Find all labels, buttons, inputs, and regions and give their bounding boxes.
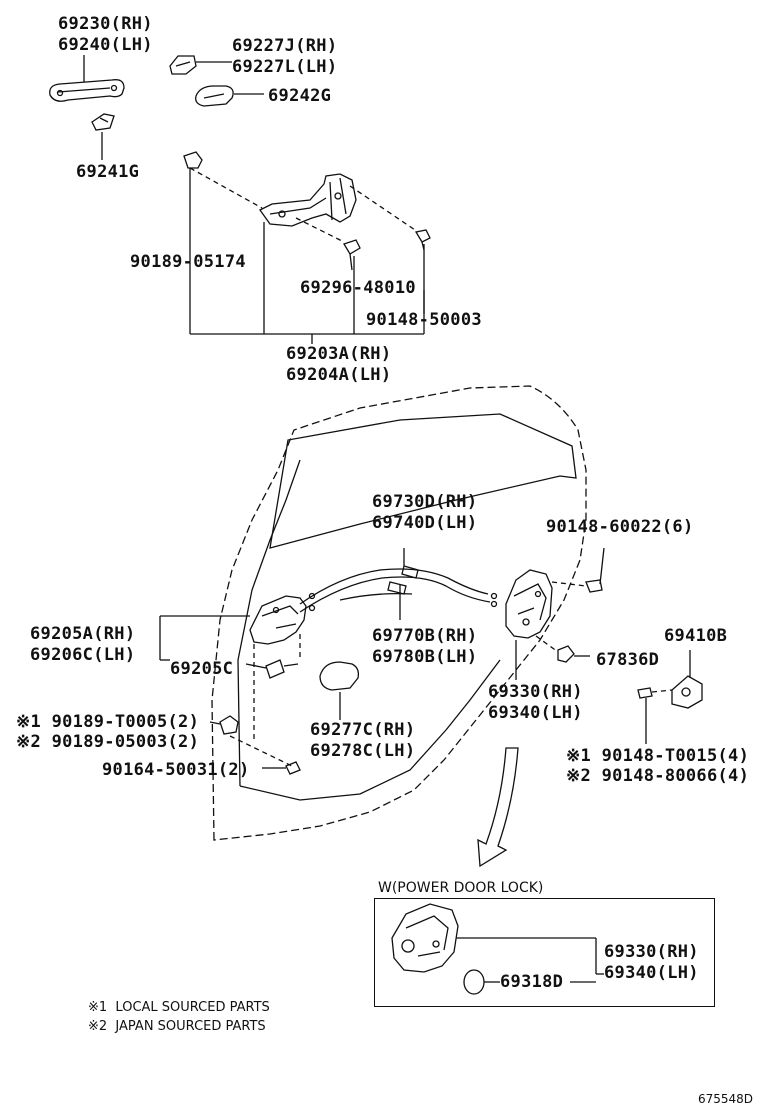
- clip-icon: [183, 151, 203, 169]
- label-lock-rh: 69330(RH): [488, 682, 583, 702]
- label-pad-small: 69241G: [76, 162, 140, 182]
- inset-label-lock-lh: 69340(LH): [604, 963, 699, 983]
- label-cover-rh: 69227J(RH): [232, 36, 338, 56]
- label-bezel-rh: 69277C(RH): [310, 720, 416, 740]
- label-bolt-japan: ※2 90189-05003(2): [16, 732, 200, 752]
- motor-icon: [463, 969, 500, 995]
- bolt-icon: [219, 715, 239, 735]
- handle-frame-icon: [259, 173, 357, 227]
- door-outline: [211, 385, 587, 841]
- inset-label-motor: 69318D: [500, 972, 564, 992]
- leader-lines: [159, 548, 405, 769]
- screw-icon: [585, 547, 605, 593]
- inset-label-lock-rh: 69330(RH): [604, 942, 699, 962]
- screw-icon: [343, 239, 361, 271]
- label-striker: 69410B: [664, 626, 728, 646]
- handle-pad-icon: [195, 85, 264, 107]
- leader-lines-dashed: [229, 634, 301, 767]
- label-clip: 67836D: [596, 650, 660, 670]
- label-cover-lh: 69227L(LH): [232, 57, 338, 77]
- leader-lines: [189, 168, 425, 344]
- outside-handle-icon: [49, 55, 125, 102]
- door-lock-icon: [505, 569, 553, 680]
- striker-icon: [671, 650, 703, 709]
- leader-lines-dashed: [189, 167, 419, 243]
- label-bezel-lh: 69278C(LH): [310, 741, 416, 761]
- label-striker-screw-local: ※1 90148-T0015(4): [566, 746, 750, 766]
- label-inner-rh: 69205A(RH): [30, 624, 136, 644]
- diagram-reference: 675548D: [698, 1092, 754, 1106]
- label-lock-lh: 69340(LH): [488, 703, 583, 723]
- arrow-icon: [477, 747, 519, 868]
- power-lock-icon: [391, 903, 459, 973]
- screw-icon: [414, 229, 431, 251]
- screw-icon: [637, 687, 673, 744]
- label-bolt-3: 90164-50031(2): [102, 760, 250, 780]
- label-lock-screw: 90148-60022(6): [546, 517, 694, 537]
- label-cable-lh: 69740D(LH): [372, 513, 478, 533]
- leader-lines-dashed: [535, 581, 587, 653]
- label-cable-rh: 69730D(RH): [372, 492, 478, 512]
- label-frame-rh: 69203A(RH): [286, 344, 392, 364]
- inside-handle-icon: [249, 595, 307, 645]
- lock-cable-icon: [299, 565, 498, 613]
- power-door-lock-inset: [374, 898, 715, 1007]
- label-screw-3: 90148-50003: [366, 310, 482, 330]
- bolt-icon: [270, 761, 301, 775]
- inner-part-icon: [265, 659, 299, 679]
- label-inner-part: 69205C: [170, 659, 234, 679]
- label-striker-screw-japan: ※2 90148-80066(4): [566, 766, 750, 786]
- note-japan: ※2 JAPAN SOURCED PARTS: [88, 1019, 266, 1034]
- clip-icon: [557, 645, 590, 663]
- label-screw-2: 69296-48010: [300, 278, 416, 298]
- note-local: ※1 LOCAL SOURCED PARTS: [88, 1000, 270, 1015]
- handle-cover-icon: [169, 55, 232, 75]
- label-handle-lh: 69240(LH): [58, 35, 153, 55]
- label-frame-lh: 69204A(LH): [286, 365, 392, 385]
- label-pad: 69242G: [268, 86, 332, 106]
- handle-pad-small-icon: [91, 113, 115, 160]
- label-bolt-local: ※1 90189-T0005(2): [16, 712, 200, 732]
- leader-lines: [456, 937, 604, 983]
- inset-title: W(POWER DOOR LOCK): [378, 880, 544, 896]
- label-inner-lh: 69206C(LH): [30, 645, 136, 665]
- label-cable2-lh: 69780B(LH): [372, 647, 478, 667]
- label-cable2-rh: 69770B(RH): [372, 626, 478, 646]
- label-screw-1: 90189-05174: [130, 252, 246, 272]
- bezel-icon: [319, 661, 360, 720]
- label-handle-rh: 69230(RH): [58, 14, 153, 34]
